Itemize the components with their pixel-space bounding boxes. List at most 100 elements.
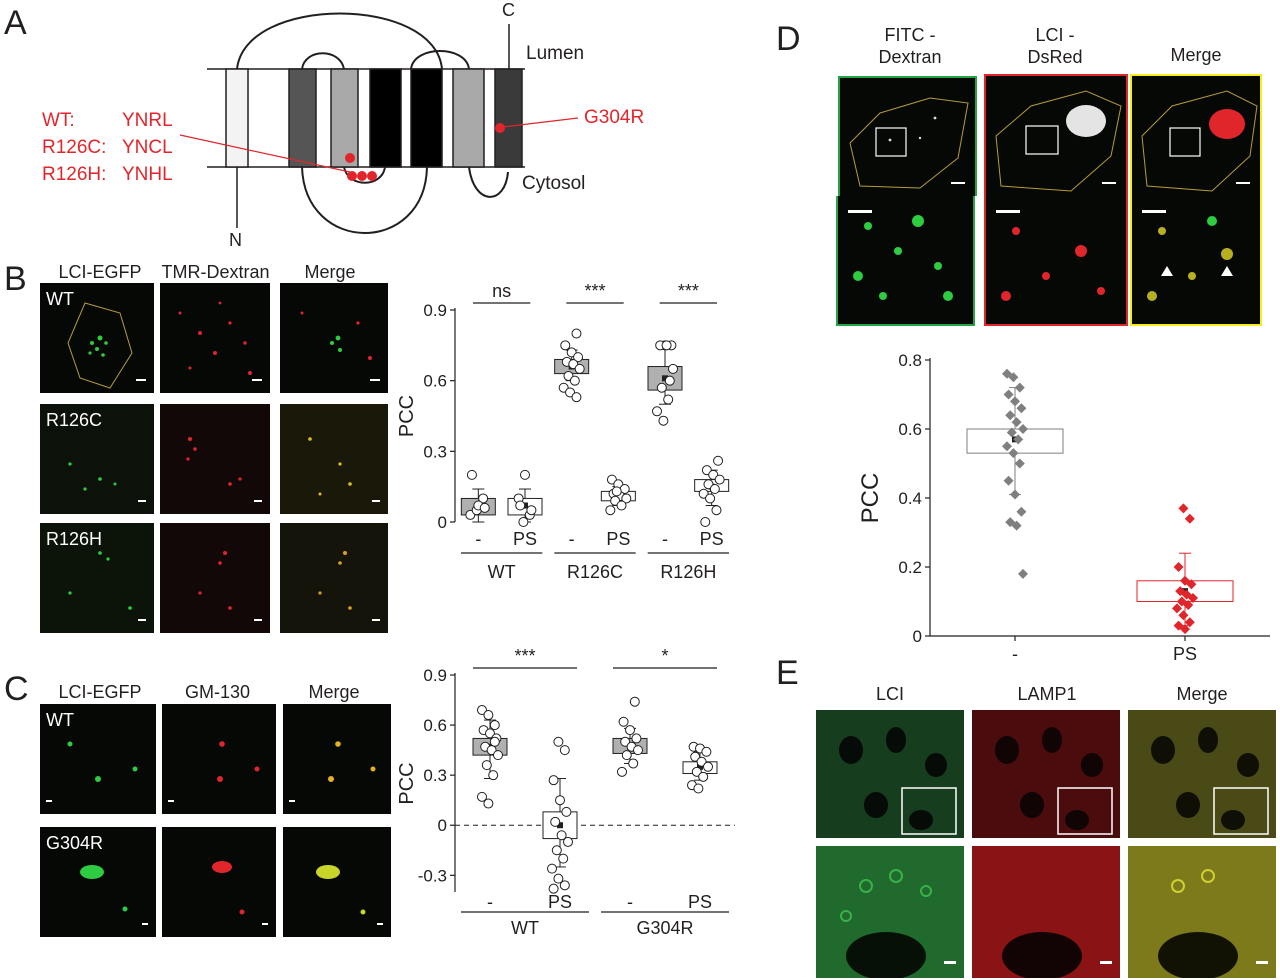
data-point xyxy=(1178,610,1189,621)
data-point xyxy=(1003,475,1014,486)
condition-label: - xyxy=(487,892,493,912)
condition-label: PS xyxy=(513,529,537,549)
data-point xyxy=(489,720,500,731)
topology-diagram xyxy=(179,12,579,234)
tm-helix-2 xyxy=(288,68,317,168)
condition-label: PS xyxy=(548,892,572,912)
data-point xyxy=(571,328,582,339)
c-header-gm130: GM-130 xyxy=(184,682,251,702)
data-point xyxy=(617,766,627,777)
significance-label: ns xyxy=(492,281,511,301)
data-point xyxy=(1018,568,1028,579)
condition-label: - xyxy=(475,529,481,549)
tm-helix-1 xyxy=(225,68,249,168)
mutant-list: WT:YNRL R126C:YNCL R126H:YNHL xyxy=(42,107,173,188)
tm-helix-5 xyxy=(410,68,443,168)
micrograph-b-r126h-green: R126H xyxy=(40,523,154,633)
micrograph-b-wt-red xyxy=(160,283,270,393)
data-point xyxy=(551,845,562,856)
data-point xyxy=(1010,489,1020,500)
y-tick-label: 0.3 xyxy=(423,766,447,785)
x-tick-label: - xyxy=(1012,644,1018,664)
b-header-tmr: TMR-Dextran xyxy=(161,262,270,282)
data-point xyxy=(477,791,487,802)
data-point xyxy=(1186,579,1197,590)
y-tick-label: 0 xyxy=(438,513,447,532)
micrograph-b-r126h-red xyxy=(160,523,270,633)
panel-label-a: A xyxy=(4,4,27,42)
data-point xyxy=(1011,417,1022,428)
data-point xyxy=(621,493,632,504)
data-point xyxy=(705,493,716,504)
data-point xyxy=(714,474,725,485)
data-point xyxy=(571,392,582,403)
data-point xyxy=(479,502,490,513)
b-header-merge: Merge xyxy=(304,262,356,282)
c-header-egfp: LCI-EGFP xyxy=(58,682,142,702)
mutation-dot xyxy=(357,171,367,181)
d-header-lci: LCI - DsRed xyxy=(985,25,1125,68)
data-point xyxy=(574,363,585,374)
micrograph-d-merge-zoom xyxy=(1130,196,1262,326)
data-point xyxy=(629,696,640,707)
y-axis-label: PCC xyxy=(857,473,884,524)
data-point xyxy=(1184,513,1195,524)
data-point xyxy=(573,352,584,363)
micrograph-e-lci-zoom xyxy=(816,846,964,978)
data-point xyxy=(559,745,570,756)
chart-b-pcc: 00.30.60.9PCC-PS-PS-PSWTnsR126C***R126H*… xyxy=(396,281,730,582)
data-point xyxy=(703,761,713,772)
data-point xyxy=(1008,372,1019,383)
micrograph-b-wt-merge xyxy=(280,283,388,393)
data-point xyxy=(548,775,559,786)
data-point xyxy=(1006,427,1017,438)
condition-label: PS xyxy=(700,529,724,549)
g304r-pointer-line xyxy=(502,117,579,128)
data-point xyxy=(563,836,573,847)
data-point xyxy=(518,517,529,527)
data-point xyxy=(700,517,711,527)
c-header-merge: Merge xyxy=(308,682,360,702)
data-point xyxy=(550,816,561,827)
data-point xyxy=(1005,410,1016,421)
data-point xyxy=(621,750,632,761)
mutant-row: R126C:YNCL xyxy=(42,137,173,158)
data-point xyxy=(526,505,537,516)
data-point xyxy=(1008,448,1019,459)
micrograph-e-merge xyxy=(1128,710,1276,838)
mean-marker xyxy=(697,763,703,770)
loop-cytosol-2 xyxy=(468,166,509,198)
data-point xyxy=(616,500,627,511)
data-point xyxy=(1172,603,1182,614)
row-label-r126c: R126C xyxy=(46,410,103,430)
significance-label: *** xyxy=(584,281,605,301)
y-tick-label: -0.3 xyxy=(418,866,447,885)
tm-helix-7 xyxy=(494,68,523,168)
mutation-dot xyxy=(347,171,357,181)
mutant-row: WT:YNRL xyxy=(42,110,173,131)
data-point xyxy=(1180,624,1190,635)
panel-label-b: B xyxy=(4,260,27,298)
data-point xyxy=(611,486,622,497)
data-point xyxy=(1011,520,1022,531)
data-point xyxy=(489,736,500,747)
group-label: R126H xyxy=(660,562,716,582)
data-point xyxy=(561,806,572,817)
n-terminus-label: N xyxy=(229,230,242,250)
data-point xyxy=(1016,403,1027,414)
significance-label: * xyxy=(661,646,668,666)
data-point xyxy=(625,725,635,736)
g304r-label: G304R xyxy=(584,107,645,128)
data-point xyxy=(693,783,704,794)
y-tick-label: 0 xyxy=(438,816,447,835)
y-tick-label: 0.6 xyxy=(423,372,447,391)
data-point xyxy=(553,873,564,884)
e-header-lamp1: LAMP1 xyxy=(1017,684,1077,704)
data-point xyxy=(664,375,675,386)
data-point xyxy=(547,863,557,874)
y-axis-label: PCC xyxy=(396,762,418,804)
row-label-wt-c: WT xyxy=(46,710,74,730)
data-point xyxy=(520,469,530,480)
